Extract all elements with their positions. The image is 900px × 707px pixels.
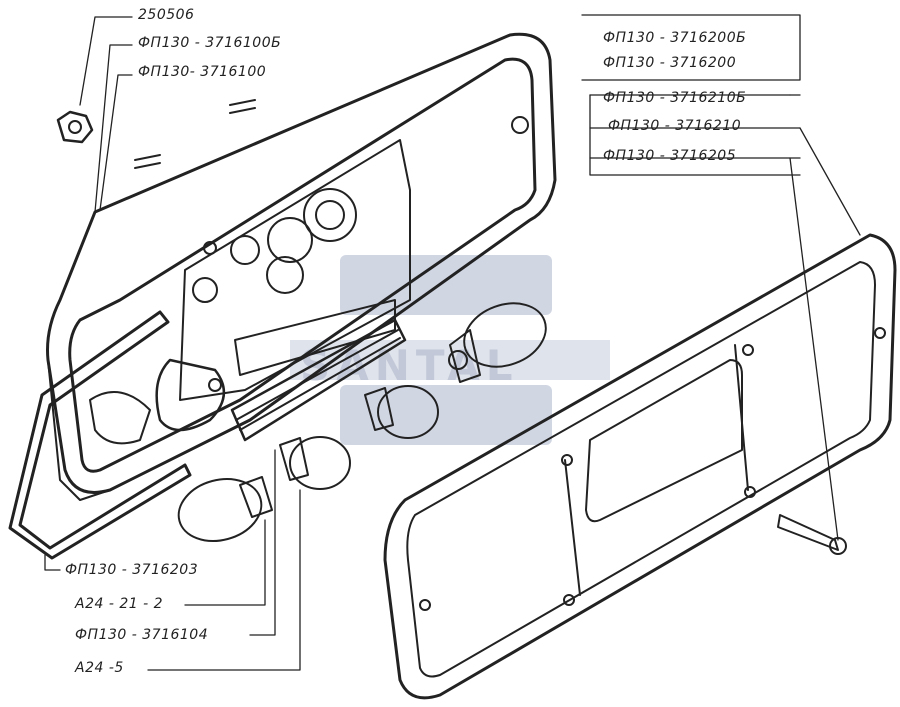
label-lens2-b: ФП130 - 3716210Б: [603, 90, 747, 106]
label-screw: ФП130 - 3716205: [603, 148, 737, 164]
watermark-logo: SANTAL: [290, 255, 610, 445]
label-plate: ФП130 - 3716104: [75, 627, 209, 643]
label-nut: 250506: [138, 7, 195, 23]
label-bulb-5: А24 -5: [75, 660, 124, 676]
label-bulb-21: А24 - 21 - 2: [75, 596, 164, 612]
bulb-large-left: [177, 476, 273, 542]
lamp-housing: [46, 32, 557, 501]
bulb-large-right: [448, 302, 547, 383]
label-lens: ФП130 - 3716200: [603, 55, 737, 71]
gasket-part: [8, 310, 192, 560]
leader-lines: [44, 14, 861, 671]
label-housing: ФП130- 3716100: [138, 64, 267, 80]
reflector-plate-part: [230, 318, 407, 442]
bulb-small-right: [364, 385, 439, 439]
bulb-small-center: [279, 436, 351, 490]
label-gasket: ФП130 - 3716203: [65, 562, 199, 578]
label-housing-b: ФП130 - 3716100Б: [138, 35, 282, 51]
label-lens2: ФП130 - 3716210: [608, 118, 742, 134]
lamp-lens: [383, 233, 897, 700]
nut-part: [56, 110, 94, 144]
label-lens-b: ФП130 - 3716200Б: [603, 30, 747, 46]
